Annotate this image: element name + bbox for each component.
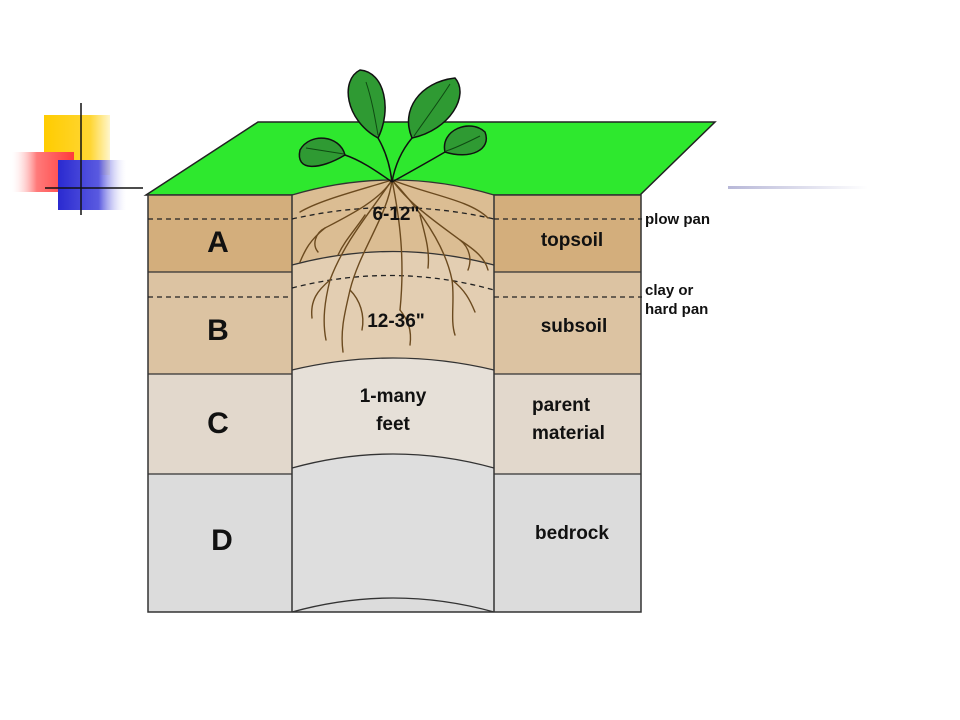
horizon-d-name: bedrock [535, 523, 609, 544]
hard-pan-label-line2: hard pan [645, 301, 708, 318]
soil-cutaway [291, 179, 495, 613]
cutaway-d [292, 454, 494, 612]
hard-pan-line-center [291, 274, 495, 291]
horizon-d-letter: D [211, 524, 233, 557]
plant-roots [299, 179, 489, 353]
cutaway-a [292, 180, 494, 265]
horizon-a-name: topsoil [541, 230, 603, 251]
horizon-b-depth: 12-36" [367, 311, 425, 332]
accent-rule-fade [728, 186, 868, 189]
horizon-a-depth: 6-12" [372, 204, 419, 225]
horizon-c-letter: C [207, 407, 229, 440]
plant-stem [377, 137, 393, 183]
horizon-c-name-line1: parent [532, 395, 591, 416]
horizon-a-letter: A [207, 226, 229, 259]
hard-pan-label-line1: clay or [645, 282, 694, 299]
plow-pan-label: plow pan [645, 211, 710, 228]
slide-accent-decoration [12, 103, 868, 215]
leaf-bottom-left [298, 137, 346, 168]
plant-seedling [298, 69, 488, 183]
horizon-c-name-line2: material [532, 423, 605, 444]
horizon-b-letter: B [207, 314, 229, 347]
horizon-c-depth-line2: feet [376, 414, 410, 435]
cutaway-c [292, 358, 494, 468]
horizon-c-depth-line1: 1-many [360, 386, 427, 407]
plow-pan-line-center [291, 206, 495, 220]
horizon-b-name: subsoil [541, 316, 608, 337]
pan-lines [148, 206, 642, 298]
accent-blue-square [58, 160, 126, 210]
